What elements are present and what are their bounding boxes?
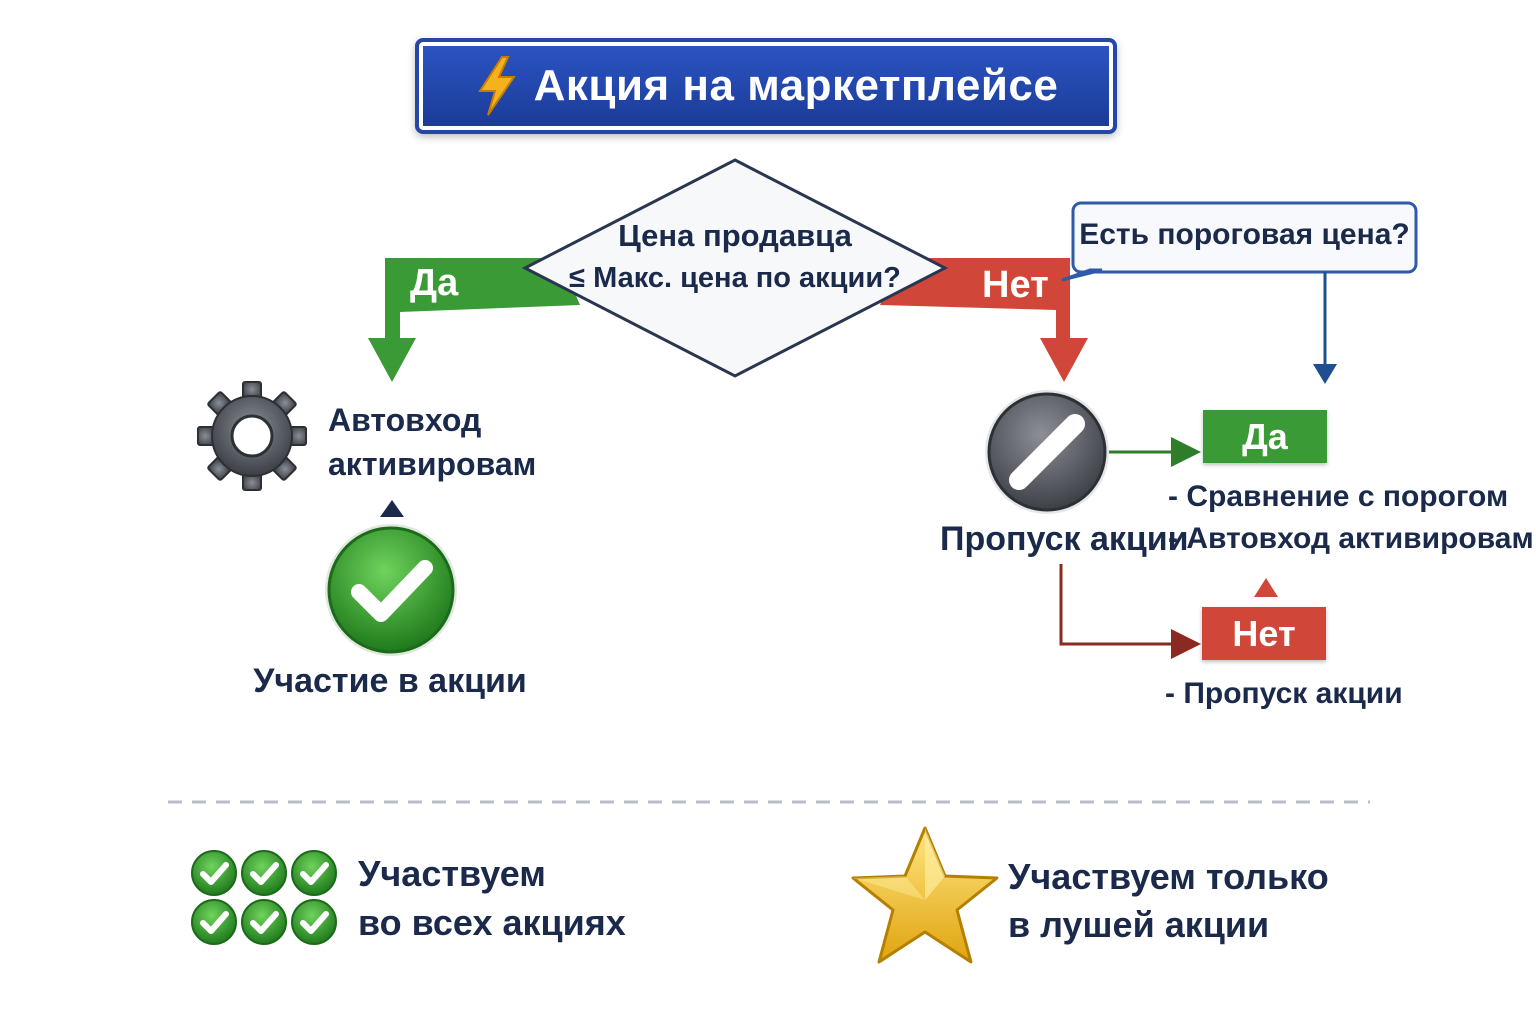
no-branch-arrow — [880, 258, 1088, 382]
autoentry-label-line1: Автовход — [328, 402, 482, 438]
skip-icon — [985, 390, 1109, 514]
decision-line2: ≤ Макс. цена по акции? — [569, 262, 901, 294]
page-title: Акция на маркетплейсе — [533, 61, 1059, 110]
yes-branch-label: Да — [410, 262, 459, 304]
yes-branch-arrow — [368, 258, 580, 382]
footer-left-line1: Участвуем — [358, 853, 546, 894]
threshold-question: Есть пороговая цена? — [1079, 218, 1410, 251]
participation-label: Участие в акции — [253, 662, 527, 700]
decision-diamond — [521, 158, 949, 378]
star-icon — [851, 826, 999, 964]
autoentry-label-line2: активировам — [328, 446, 537, 482]
lightning-icon — [477, 56, 516, 116]
no-tag: Нет — [1202, 607, 1326, 660]
footer-right-line2: в лушей акции — [1008, 904, 1270, 945]
check-circle-icon — [325, 524, 457, 656]
skip-label: Пропуск акции — [940, 520, 1189, 558]
threshold-question-box — [1071, 201, 1418, 274]
no-branch-label: Нет — [982, 264, 1049, 306]
yes-tag: Да — [1203, 410, 1327, 463]
title-banner: Акция на маркетплейсе — [415, 38, 1117, 134]
gear-icon — [197, 381, 307, 491]
yes-item-2: - Автовход активировам — [1168, 522, 1534, 555]
footer-right-line1: Участвуем только — [1008, 856, 1329, 897]
yes-item-1: - Сравнение с порогом — [1168, 480, 1509, 513]
footer-left-line2: во всех акциях — [358, 902, 626, 943]
checks-icon-group — [191, 850, 337, 945]
decision-line1: Цена продавца — [618, 218, 852, 253]
no-item-1: - Пропуск акции — [1165, 677, 1403, 710]
